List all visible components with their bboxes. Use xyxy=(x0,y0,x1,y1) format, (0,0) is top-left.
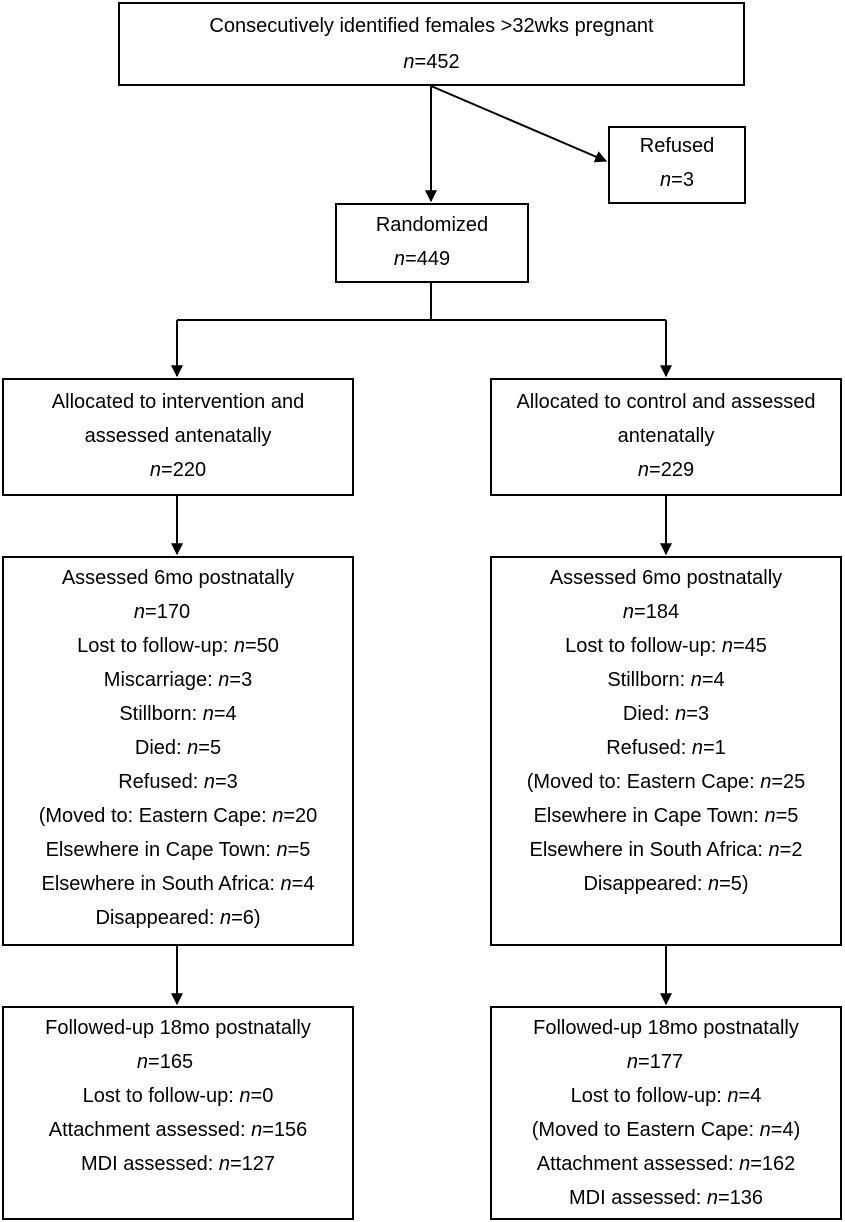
intervention-18mo-count: n=165 xyxy=(136,1051,194,1073)
intervention-allocation-box: Allocated to intervention and assessed a… xyxy=(2,378,354,496)
intervention-6mo-moved-eastern-cape: (Moved to: Eastern Cape: n=20 xyxy=(38,805,318,827)
refused-box: Refused n=3 xyxy=(608,126,746,204)
control-18mo-title: Followed-up 18mo postnatally xyxy=(533,1017,799,1039)
control-6mo-south-africa: Elsewhere in South Africa: n=2 xyxy=(529,839,803,861)
screened-title: Consecutively identified females >32wks … xyxy=(209,15,654,37)
intervention-18mo-attachment: Attachment assessed: n=156 xyxy=(48,1119,308,1141)
intervention-18mo-title: Followed-up 18mo postnatally xyxy=(45,1017,311,1039)
connector-randomized-split xyxy=(177,283,432,321)
control-18mo-lost: Lost to follow-up: n=4 xyxy=(570,1085,762,1107)
screened-box: Consecutively identified females >32wks … xyxy=(118,2,745,86)
control-18mo-mdi: MDI assessed: n=136 xyxy=(568,1187,763,1209)
intervention-alloc-line1: Allocated to intervention and xyxy=(51,391,305,413)
control-alloc-count: n=229 xyxy=(637,459,695,481)
control-6mo-title: Assessed 6mo postnatally xyxy=(549,567,783,589)
intervention-18mo-mdi: MDI assessed: n=127 xyxy=(80,1153,275,1175)
intervention-6mo-refused: Refused: n=3 xyxy=(118,771,238,793)
control-alloc-line1: Allocated to control and assessed xyxy=(516,391,816,413)
control-18mo-moved-eastern-cape: (Moved to Eastern Cape: n=4) xyxy=(531,1119,801,1141)
control-18mo-attachment: Attachment assessed: n=162 xyxy=(536,1153,796,1175)
screened-count: n=452 xyxy=(403,51,460,73)
intervention-6mo-count: n=170 xyxy=(133,601,191,623)
control-6mo-refused: Refused: n=1 xyxy=(606,737,726,759)
control-6mo-died: Died: n=3 xyxy=(622,703,710,725)
intervention-6mo-cape-town: Elsewhere in Cape Town: n=5 xyxy=(45,839,311,861)
intervention-6mo-died: Died: n=5 xyxy=(134,737,222,759)
intervention-6mo-box: Assessed 6mo postnatally n=170 Lost to f… xyxy=(2,556,354,946)
control-18mo-box: Followed-up 18mo postnatally n=177 Lost … xyxy=(490,1006,842,1220)
intervention-alloc-count: n=220 xyxy=(149,459,207,481)
intervention-6mo-lost: Lost to follow-up: n=50 xyxy=(77,635,279,657)
arrow-screened-to-refused xyxy=(430,85,608,163)
intervention-6mo-title: Assessed 6mo postnatally xyxy=(61,567,295,589)
control-allocation-box: Allocated to control and assessed antena… xyxy=(490,378,842,496)
refused-count: n=3 xyxy=(660,169,694,191)
control-6mo-moved-eastern-cape: (Moved to: Eastern Cape: n=25 xyxy=(526,771,806,793)
control-alloc-line2: antenatally xyxy=(617,425,715,447)
control-6mo-count: n=184 xyxy=(622,601,680,623)
randomized-box: Randomized n=449 xyxy=(335,203,529,283)
randomized-title: Randomized xyxy=(375,214,489,236)
control-6mo-stillborn: Stillborn: n=4 xyxy=(607,669,725,691)
control-6mo-disappeared: Disappeared: n=5) xyxy=(583,873,749,895)
randomized-count: n=449 xyxy=(393,248,451,270)
control-6mo-lost: Lost to follow-up: n=45 xyxy=(565,635,767,657)
control-6mo-box: Assessed 6mo postnatally n=184 Lost to f… xyxy=(490,556,842,946)
intervention-6mo-disappeared: Disappeared: n=6) xyxy=(95,907,261,929)
intervention-18mo-lost: Lost to follow-up: n=0 xyxy=(82,1085,274,1107)
refused-title: Refused xyxy=(639,135,715,157)
intervention-6mo-stillborn: Stillborn: n=4 xyxy=(119,703,237,725)
intervention-alloc-line2: assessed antenatally xyxy=(84,425,272,447)
control-18mo-count: n=177 xyxy=(626,1051,684,1073)
control-6mo-cape-town: Elsewhere in Cape Town: n=5 xyxy=(533,805,799,827)
intervention-6mo-south-africa: Elsewhere in South Africa: n=4 xyxy=(41,873,315,895)
intervention-6mo-miscarriage: Miscarriage: n=3 xyxy=(103,669,253,691)
intervention-18mo-box: Followed-up 18mo postnatally n=165 Lost … xyxy=(2,1006,354,1220)
